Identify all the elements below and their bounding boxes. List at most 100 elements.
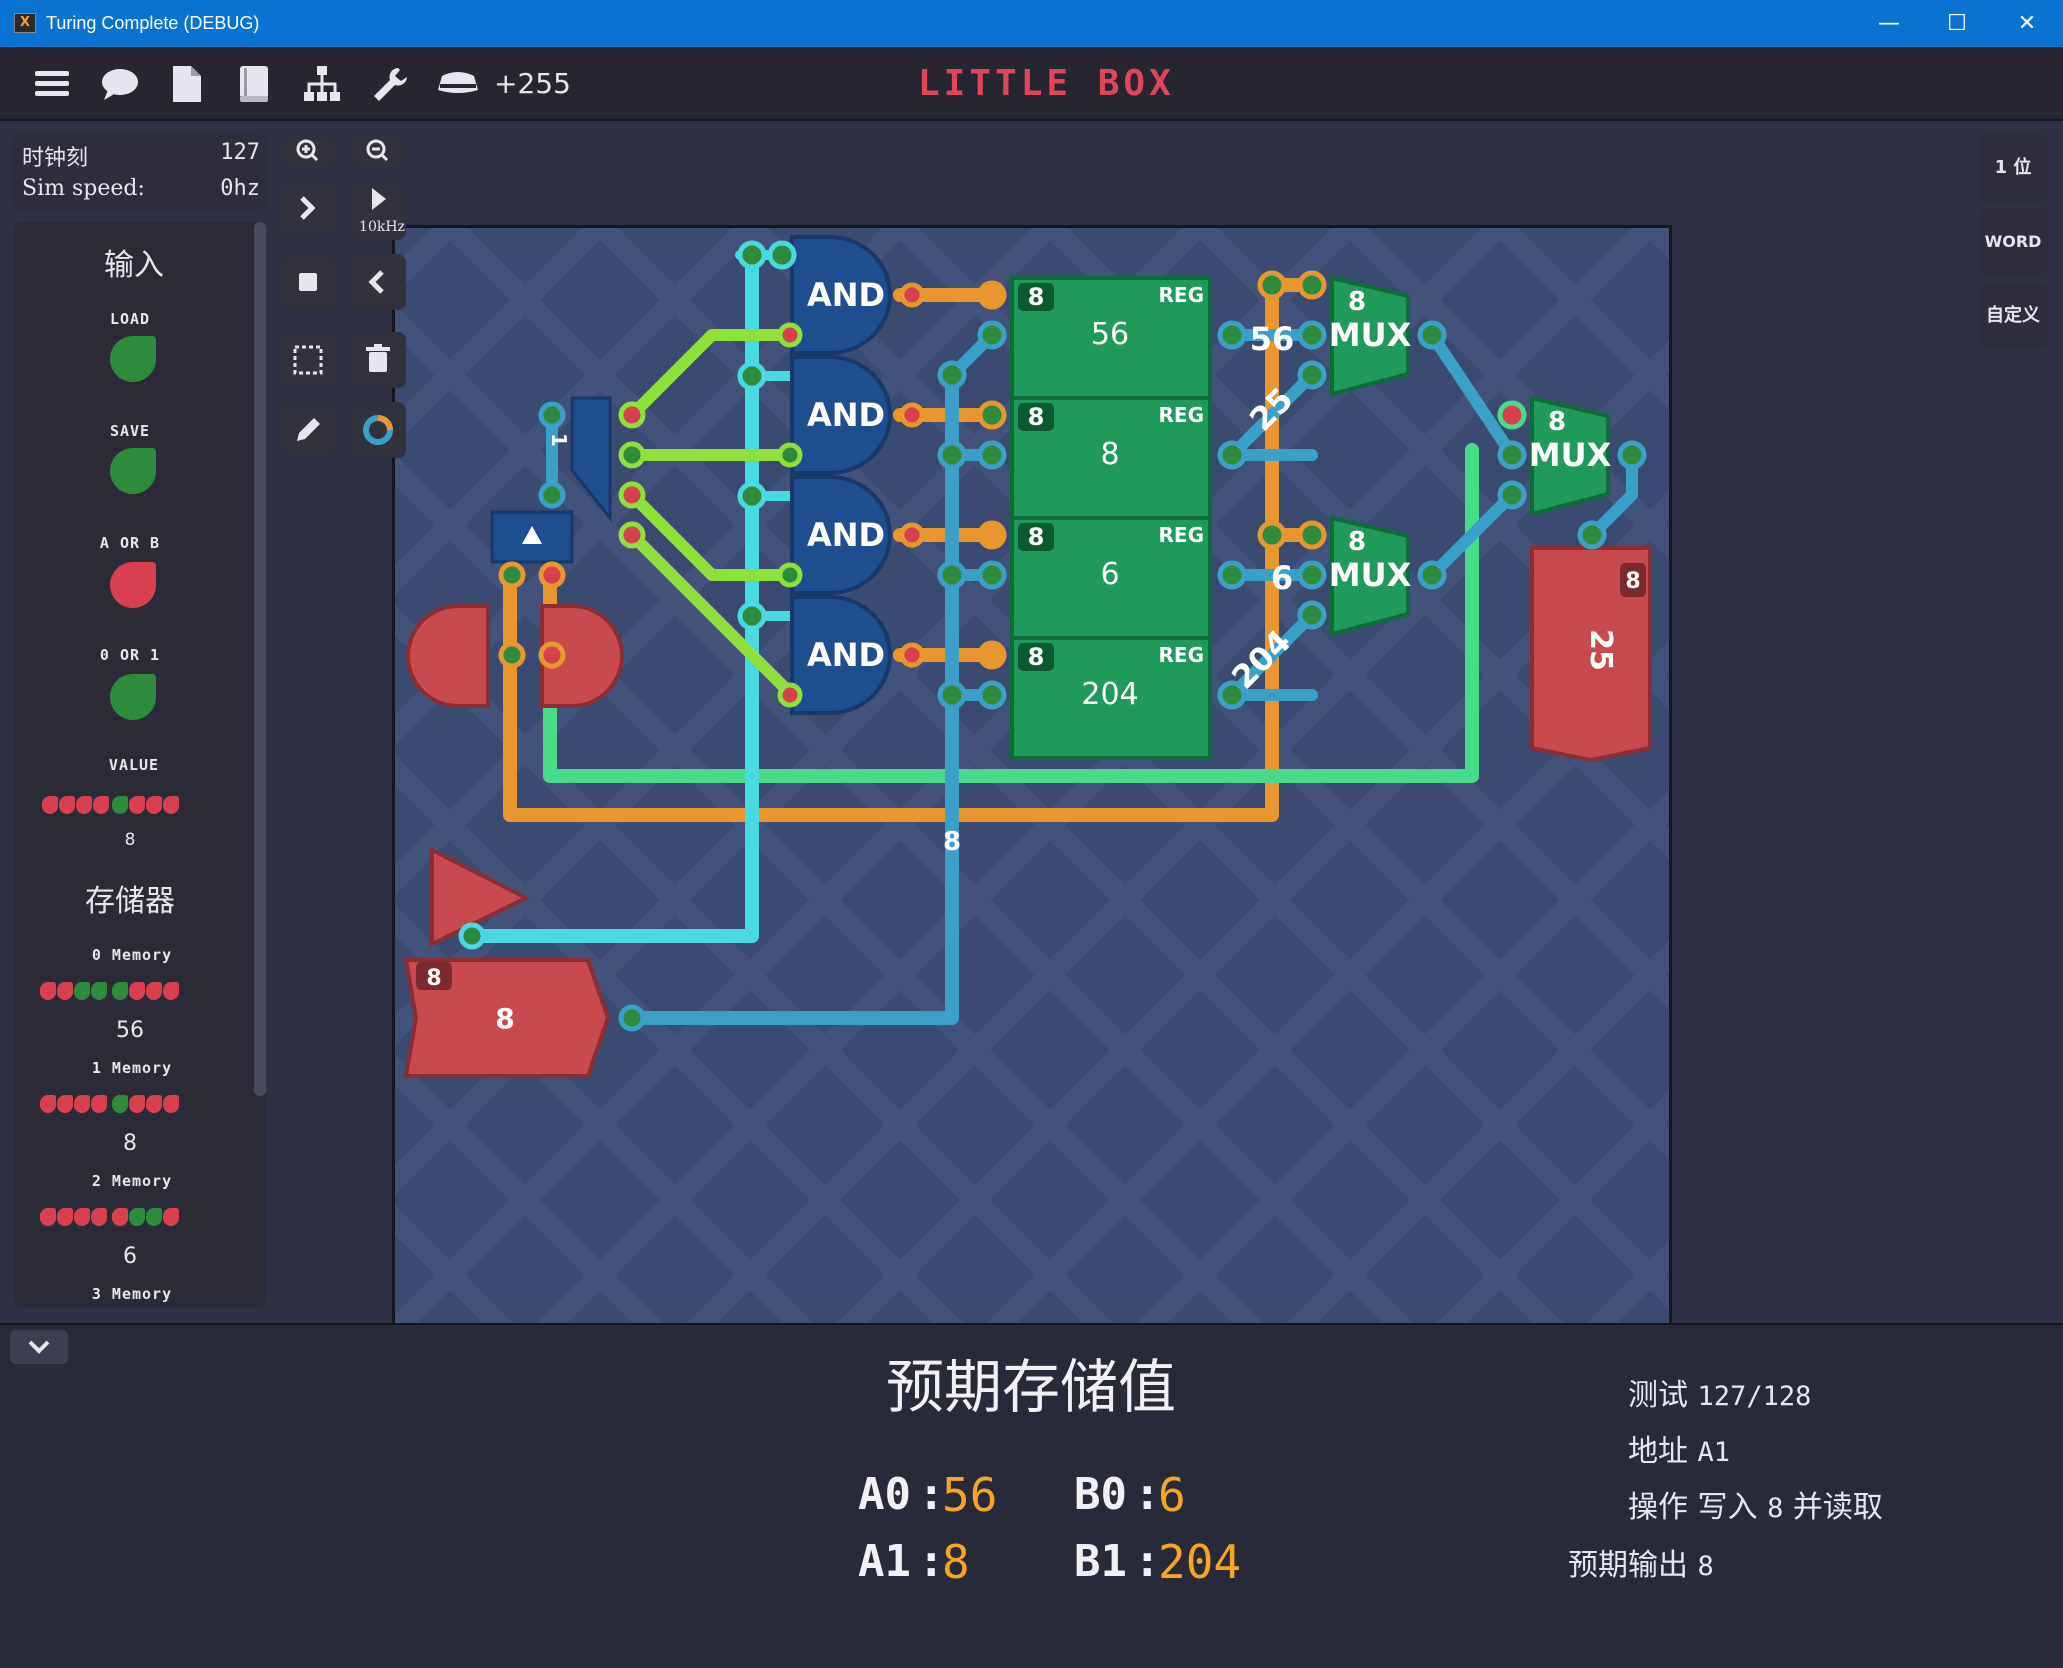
operation-write: 写入 [1697, 1490, 1758, 1525]
collapse-panel-button[interactable] [10, 1330, 68, 1364]
select-tool-button[interactable] [280, 332, 336, 388]
menu-icon[interactable] [33, 64, 73, 104]
bit-indicator [129, 1208, 145, 1226]
pencil-icon [297, 418, 320, 441]
memory-3-label: 3 Memory [91, 1285, 173, 1303]
color-wheel-icon [363, 415, 393, 445]
bit-indicator [40, 1095, 56, 1113]
bit-indicator [163, 1095, 179, 1113]
bit-indicator [59, 796, 75, 814]
bit-indicator [57, 1095, 73, 1113]
hierarchy-icon[interactable] [302, 64, 342, 104]
bit-indicator [146, 1208, 162, 1226]
reg-width-label: 8 [1028, 523, 1045, 551]
mux-top-input-label: 56 [1250, 320, 1295, 358]
operation-value: 8 [1767, 1493, 1784, 1524]
bit-indicator [74, 1208, 90, 1226]
stop-button[interactable] [280, 254, 336, 310]
wrench-icon[interactable] [370, 64, 410, 104]
color-tool-button[interactable] [350, 402, 406, 458]
close-button[interactable]: ✕ [2017, 11, 2037, 36]
step-forward-button[interactable] [280, 180, 336, 236]
bit-indicator [129, 796, 145, 814]
memory-2-value: 6 [123, 1244, 137, 1269]
pin-toggle-save[interactable] [110, 448, 156, 494]
reg-name-b1: B1 [1074, 1536, 1127, 1587]
bus-width-label: 8 [943, 827, 961, 857]
and-gate-label: AND [807, 396, 885, 434]
bit-indicator [112, 982, 128, 1000]
play-speed-label: 10kHz [359, 219, 405, 235]
expected-output: 预期输出 8 [1568, 1546, 1714, 1587]
pin-toggle-load[interactable] [110, 336, 156, 382]
memory-0-value: 56 [116, 1018, 144, 1043]
minimize-button[interactable]: — [1878, 11, 1900, 36]
chevron-left-icon [368, 270, 384, 294]
pin-label-0-or-1: 0 OR 1 [99, 646, 161, 664]
tick-label: 时钟刻 [22, 146, 89, 171]
custom-mode-button[interactable]: 自定义 [1978, 282, 2048, 350]
reg-colon: : [918, 1536, 945, 1587]
test-operation: 操作 写入 8 并读取 [1628, 1488, 1883, 1529]
reg-colon: : [1134, 1536, 1161, 1587]
zoom-out-button[interactable] [350, 134, 406, 168]
reg-label: REG [1159, 523, 1204, 547]
trash-icon [366, 344, 390, 372]
document-icon[interactable] [167, 64, 207, 104]
operation-label: 操作 [1628, 1490, 1688, 1525]
coins-count: +255 [494, 67, 571, 100]
bit-indicator [40, 982, 56, 1000]
bit-indicator [76, 796, 92, 814]
bit-indicator [112, 796, 128, 814]
app-icon: X [14, 13, 36, 33]
and-gate-label: AND [807, 516, 885, 554]
test-address: 地址 A1 [1628, 1432, 1730, 1473]
play-button[interactable] [350, 180, 406, 240]
reg-value-b1: 204 [1158, 1535, 1242, 1589]
value-bits[interactable] [42, 796, 180, 818]
circuit-diagram[interactable]: 8 8 8 8 REG REG REG REG 56 8 6 204 AND A… [392, 225, 1672, 1323]
test-progress: 测试 127/128 [1628, 1376, 1811, 1417]
pin-toggle-a-or-b[interactable] [110, 562, 156, 608]
book-icon[interactable] [234, 64, 274, 104]
output-value: 25 [1583, 629, 1618, 671]
zoom-in-button[interactable] [280, 134, 336, 168]
reg-value-a0: 56 [942, 1468, 998, 1522]
maximize-button[interactable]: ☐ [1947, 11, 1967, 36]
register-1-value: 8 [1100, 437, 1119, 472]
operation-read: 并读取 [1792, 1490, 1883, 1525]
pin-label-a-or-b: A OR B [99, 534, 161, 552]
reg-label: REG [1159, 643, 1204, 667]
delete-button[interactable] [350, 332, 406, 388]
pencil-tool-button[interactable] [280, 402, 336, 458]
memory-2-bits [40, 1208, 180, 1230]
io-panel-scrollbar[interactable] [254, 222, 266, 1096]
register-0-value: 56 [1091, 317, 1129, 352]
reg-width-label: 8 [1028, 403, 1045, 431]
reg-label: REG [1159, 403, 1204, 427]
mux-label: MUX [1329, 316, 1412, 354]
reg-width-label: 8 [1028, 283, 1045, 311]
toolbar [0, 47, 2063, 121]
value-label: VALUE [108, 756, 160, 774]
register-2-value: 6 [1100, 557, 1119, 592]
mux-width-label: 8 [1548, 407, 1566, 437]
reg-width-label: 8 [1028, 643, 1045, 671]
io-panel [14, 222, 266, 1308]
bit-indicator [112, 1208, 128, 1226]
selection-icon [293, 345, 323, 375]
bit-indicator [74, 982, 90, 1000]
decoder-label: 1 [547, 433, 571, 447]
pin-label-save: SAVE [109, 422, 151, 440]
reg-value-b0: 6 [1158, 1468, 1186, 1522]
bit-mode-button[interactable]: 1 位 [1978, 134, 2048, 202]
mux-width-label: 8 [1348, 287, 1366, 317]
step-back-button[interactable] [350, 254, 406, 310]
bit-indicator [91, 1095, 107, 1113]
memory-1-bits [40, 1095, 180, 1117]
bit-indicator [146, 1095, 162, 1113]
expected-output-value: 8 [1697, 1551, 1714, 1582]
pin-toggle-0-or-1[interactable] [110, 674, 156, 720]
word-mode-button[interactable]: WORD [1978, 208, 2048, 276]
chat-icon[interactable] [100, 64, 140, 104]
